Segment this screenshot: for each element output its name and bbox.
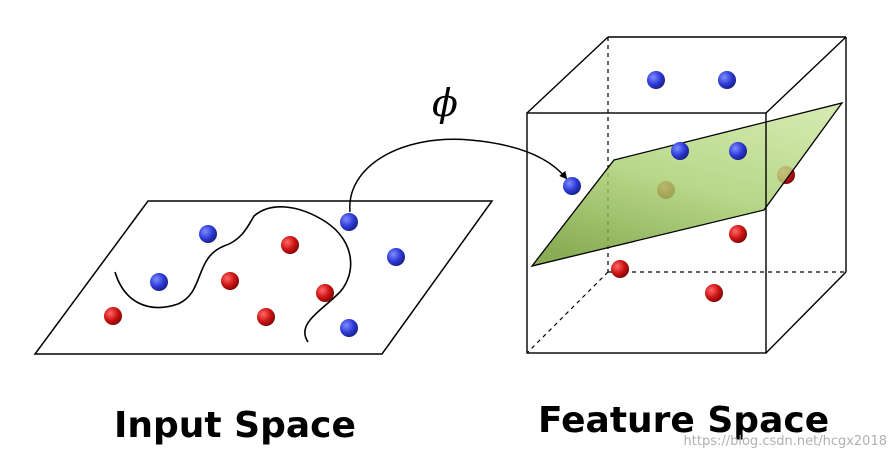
feature-point-blue [563, 177, 581, 195]
input-space-panel [33, 200, 494, 355]
cube-edge [765, 36, 847, 114]
feature-space-label: Feature Space [538, 400, 830, 441]
cube-edge [765, 271, 847, 354]
input-point-blue [150, 273, 168, 291]
mapping-arrow [349, 138, 568, 213]
input-point-red [257, 308, 275, 326]
input-point-red [316, 284, 334, 302]
feature-point-blue [729, 142, 747, 160]
nonlinear-boundary-curve [114, 206, 352, 343]
feature-point-red [705, 284, 723, 302]
input-point-red [221, 272, 239, 290]
phi-symbol: ϕ [432, 81, 458, 125]
phi-mapping: ϕ [349, 81, 568, 213]
input-point-blue [387, 248, 405, 266]
feature-point-blue [671, 142, 689, 160]
input-space-plane [33, 200, 494, 355]
feature-point-red [729, 225, 747, 243]
feature-point-blue [647, 71, 665, 89]
cube-edge-hidden [526, 271, 609, 354]
feature-point-blue [718, 71, 736, 89]
cube-front-face [526, 112, 767, 354]
input-space-label: Input Space [114, 405, 356, 446]
cube-edge [526, 36, 609, 114]
input-point-blue [340, 213, 358, 231]
feature-space-panel [526, 36, 847, 354]
watermark-text: https://blog.csdn.net/hcgx2018 [683, 434, 887, 449]
input-point-red [104, 307, 122, 325]
input-point-blue [340, 319, 358, 337]
input-point-red [281, 236, 299, 254]
feature-point-red [611, 260, 629, 278]
input-point-blue [199, 225, 217, 243]
